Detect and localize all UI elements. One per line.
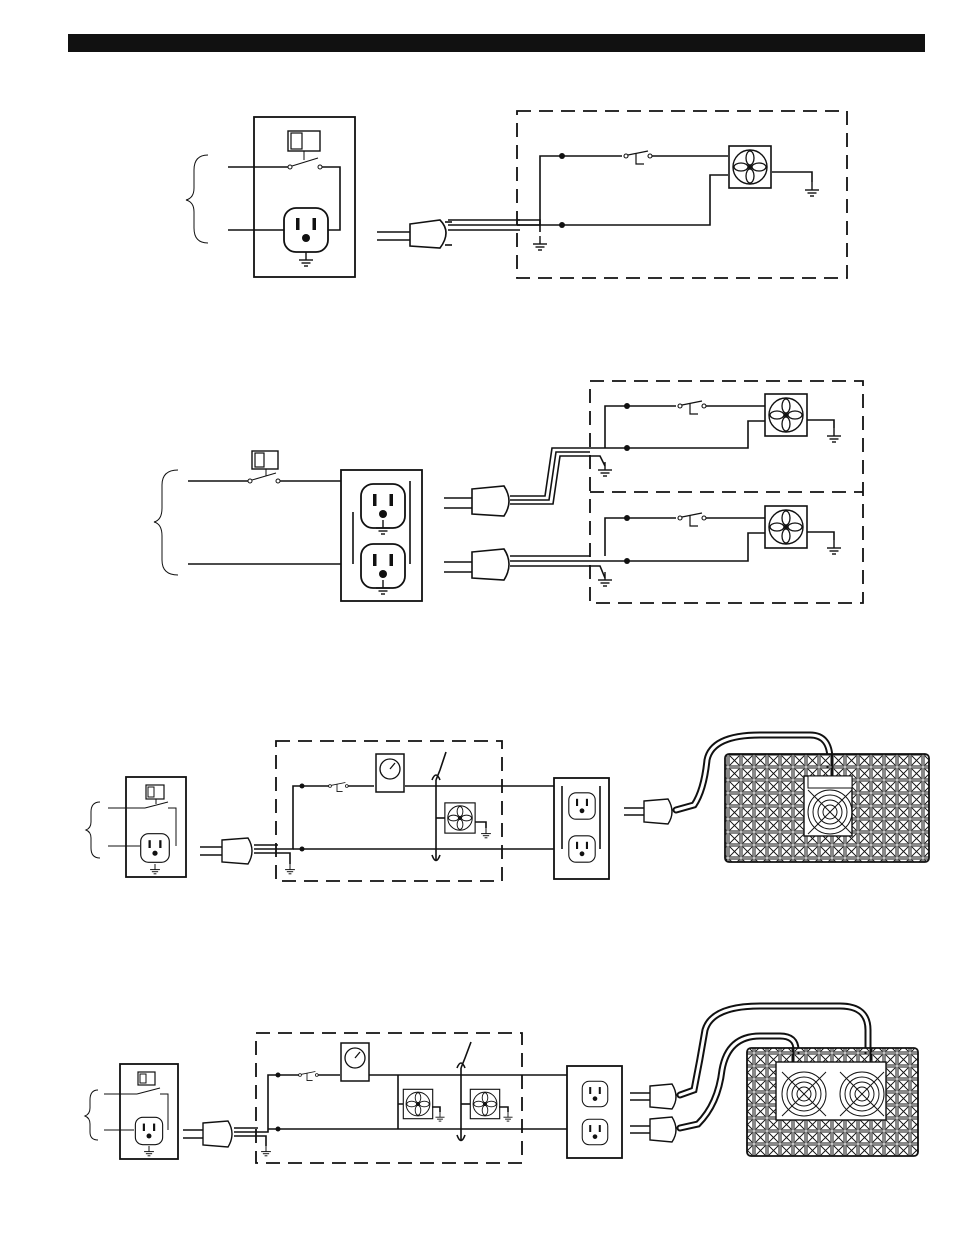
plug-icon bbox=[183, 1121, 232, 1147]
plug-icon bbox=[630, 1117, 676, 1142]
fan-icon bbox=[765, 394, 807, 436]
gauge-icon bbox=[376, 754, 404, 792]
diagram-4 bbox=[0, 995, 954, 1190]
plug-icon bbox=[630, 1084, 676, 1109]
outlet-icon bbox=[582, 1119, 608, 1145]
plug-icon bbox=[444, 549, 509, 580]
fan-icon bbox=[445, 803, 475, 833]
diagram-2 bbox=[0, 375, 954, 610]
fan-icon bbox=[729, 146, 771, 188]
vent-panel bbox=[747, 1048, 918, 1156]
outlet-icon bbox=[135, 1117, 162, 1144]
fan-icon bbox=[470, 1089, 499, 1118]
plug-icon bbox=[624, 799, 672, 824]
diagram-1 bbox=[0, 100, 954, 300]
outlet-icon bbox=[284, 208, 328, 252]
plug-icon bbox=[200, 838, 252, 864]
plug-icon bbox=[377, 220, 452, 248]
brace bbox=[86, 802, 100, 858]
outlet-icon bbox=[569, 793, 595, 819]
diagram-3 bbox=[0, 725, 954, 895]
outlet-icon bbox=[141, 834, 170, 863]
brace bbox=[85, 1090, 98, 1140]
fan-icon bbox=[765, 506, 807, 548]
brace bbox=[186, 155, 208, 243]
vent-panel bbox=[725, 754, 929, 862]
outlet-icon bbox=[582, 1081, 608, 1107]
thermostat-switch bbox=[624, 151, 652, 164]
header-bar bbox=[68, 34, 925, 52]
outlet-icon bbox=[569, 836, 595, 862]
switch-icon bbox=[248, 451, 280, 483]
gauge-icon bbox=[341, 1043, 369, 1081]
fan-icon bbox=[403, 1089, 432, 1118]
enclosure bbox=[517, 111, 847, 278]
plug-icon bbox=[444, 486, 509, 516]
brace bbox=[154, 470, 178, 575]
